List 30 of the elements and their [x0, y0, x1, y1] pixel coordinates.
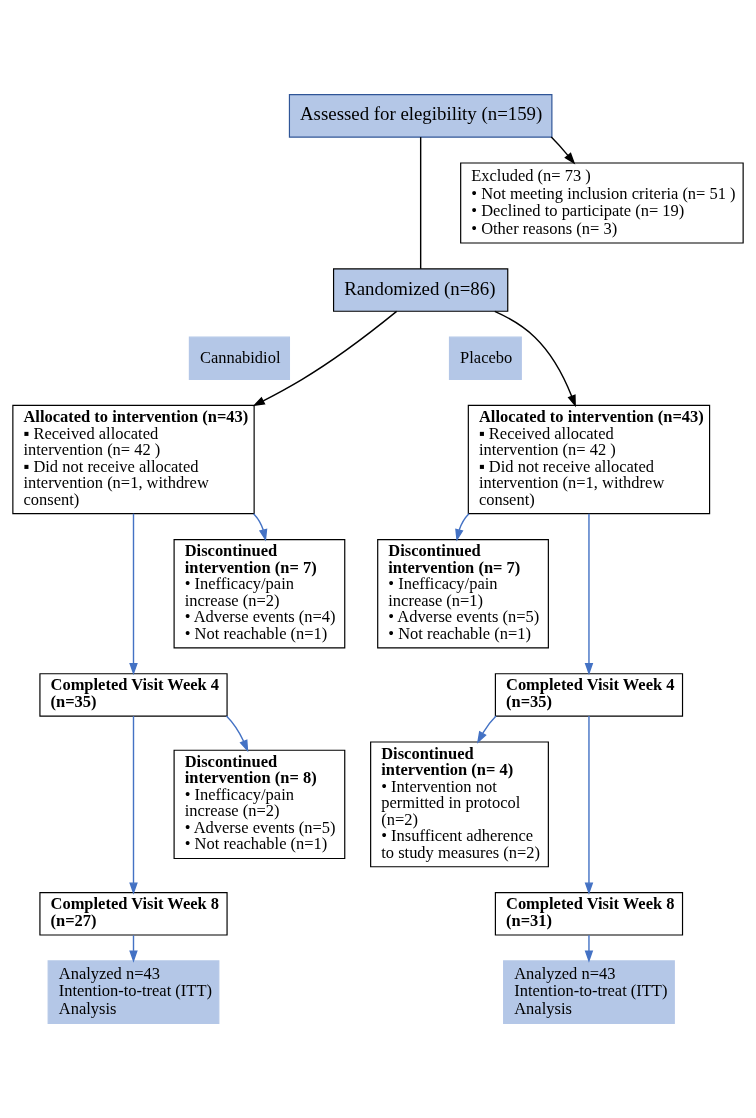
node-box: Analyzed n=43 Intention-to-treat (ITT) Analysis [503, 960, 675, 1024]
arrow [455, 513, 470, 542]
arrow [584, 715, 594, 895]
arrow [129, 513, 138, 676]
node-box: Completed Visit Week 8 (n=31) [494, 892, 684, 936]
node-box: Completed Visit Week 4 (n=35) [494, 673, 684, 717]
connector [419, 136, 422, 270]
arrow [584, 934, 594, 963]
node-box: Allocated to intervention (n=43) ▪ Received allocated intervention (n= 42 ) ▪ Did not receive allocated intervention (n=1, withdrew consent) [467, 404, 711, 515]
node-box: Analyzed n=43 Intention-to-treat (ITT) Analysis [47, 960, 220, 1024]
arrow [584, 513, 594, 676]
arrow [252, 310, 398, 407]
node-box: Completed Visit Week 8 (n=27) [39, 892, 228, 936]
arrow [550, 136, 576, 165]
node-box: Assessed for elegibility (n=159) [288, 94, 553, 138]
node-box: Placebo [448, 336, 522, 381]
node-box: Allocated to intervention (n=43) ▪ Received allocated intervention (n= 42 ) ▪ Did not receive allocated intervention (n=1, withdrew consent) [12, 404, 255, 515]
node-box: Excluded (n= 73 ) • Not meeting inclusion criteria (n= 51 ) • Declined to participate (n= 19) • Other reasons (n= 3) [460, 162, 744, 244]
node-box: Discontinued intervention (n= 7) • Inefficacy/pain increase (n=1) • Adverse events (n=5) • Not reachable (n=1) [377, 539, 549, 649]
node-box: Randomized (n=86) [333, 268, 509, 312]
arrow [225, 715, 249, 753]
arrow [129, 715, 138, 895]
node-box: Discontinued intervention (n= 7) • Inefficacy/pain increase (n=2) • Adverse events (n=4) • Not reachable (n=1) [173, 539, 346, 649]
node-box: Discontinued intervention (n= 4) • Intervention not permitted in protocol (n=2) • Insufficent adherence to study measures (n=2) [370, 741, 549, 868]
arrow [476, 715, 497, 744]
arrow [252, 513, 268, 542]
node-box: Completed Visit Week 4 (n=35) [39, 673, 228, 717]
arrow [494, 310, 576, 408]
node-box: Discontinued intervention (n= 8) • Inefficacy/pain increase (n=2) • Adverse events (n=5) • Not reachable (n=1) [173, 749, 346, 860]
node-box: Cannabidiol [188, 336, 291, 381]
